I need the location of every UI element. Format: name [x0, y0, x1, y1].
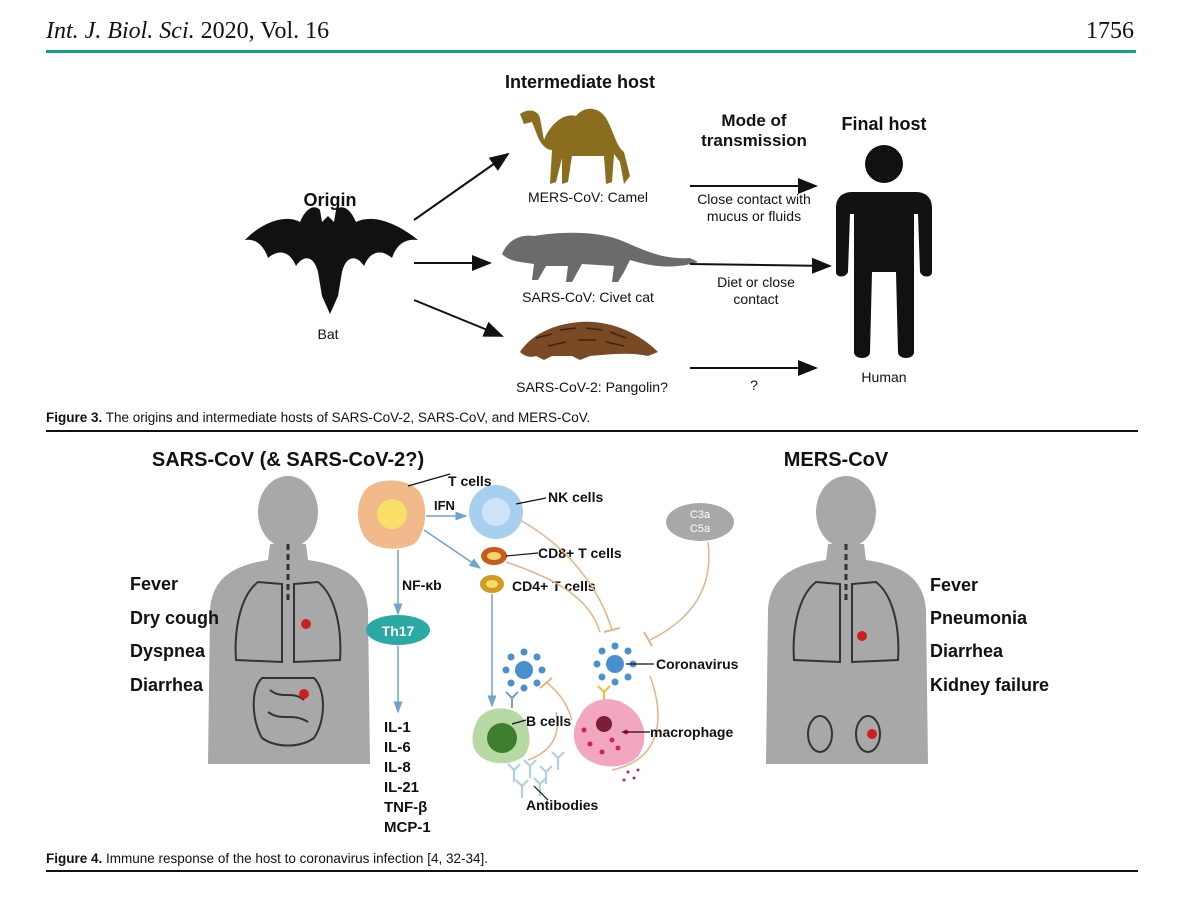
human-icon	[836, 145, 932, 358]
mode-camel-1: Close contact with	[697, 191, 811, 207]
figure-3-rule	[46, 430, 1138, 432]
figure-4-caption-label: Figure 4.	[46, 851, 103, 866]
mode-title-1: Mode of	[721, 111, 786, 130]
final-title: Final host	[842, 114, 927, 134]
mode-camel-2: mucus or fluids	[707, 208, 801, 224]
page-number: 1756	[1086, 18, 1134, 44]
figure-3-caption: Figure 3. The origins and intermediate h…	[46, 410, 590, 425]
journal-year-vol: 2020, Vol. 16	[200, 18, 330, 44]
bat-label: Bat	[317, 326, 338, 342]
human-label: Human	[861, 369, 906, 385]
figure-3-caption-label: Figure 3.	[46, 410, 103, 425]
mode-pangolin: ?	[750, 377, 758, 393]
mode-civet-2: contact	[733, 291, 778, 307]
journal-header: Int. J. Biol. Sci. 2020, Vol. 16	[46, 18, 329, 45]
figure-4-caption: Figure 4. Immune response of the host to…	[46, 851, 488, 866]
pangolin-icon	[520, 321, 658, 360]
host-camel-label: MERS-CoV: Camel	[528, 189, 648, 205]
figure-4-rule	[46, 870, 1138, 872]
camel-icon	[520, 108, 630, 184]
journal-name: Int. J. Biol. Sci.	[46, 18, 195, 44]
figure-4-caption-text: Immune response of the host to coronavir…	[102, 851, 488, 866]
host-civet-label: SARS-CoV: Civet cat	[522, 289, 654, 305]
intermediate-title: Intermediate host	[505, 72, 655, 92]
host-pangolin-label: SARS-CoV-2: Pangolin?	[516, 379, 668, 395]
mode-title-2: transmission	[701, 131, 807, 150]
figure-3-caption-text: The origins and intermediate hosts of SA…	[102, 410, 591, 425]
bat-icon	[245, 207, 418, 314]
header-rule	[46, 50, 1136, 53]
origin-title: Origin	[304, 190, 357, 210]
mode-civet-1: Diet or close	[717, 274, 795, 290]
civet-icon	[502, 232, 698, 282]
